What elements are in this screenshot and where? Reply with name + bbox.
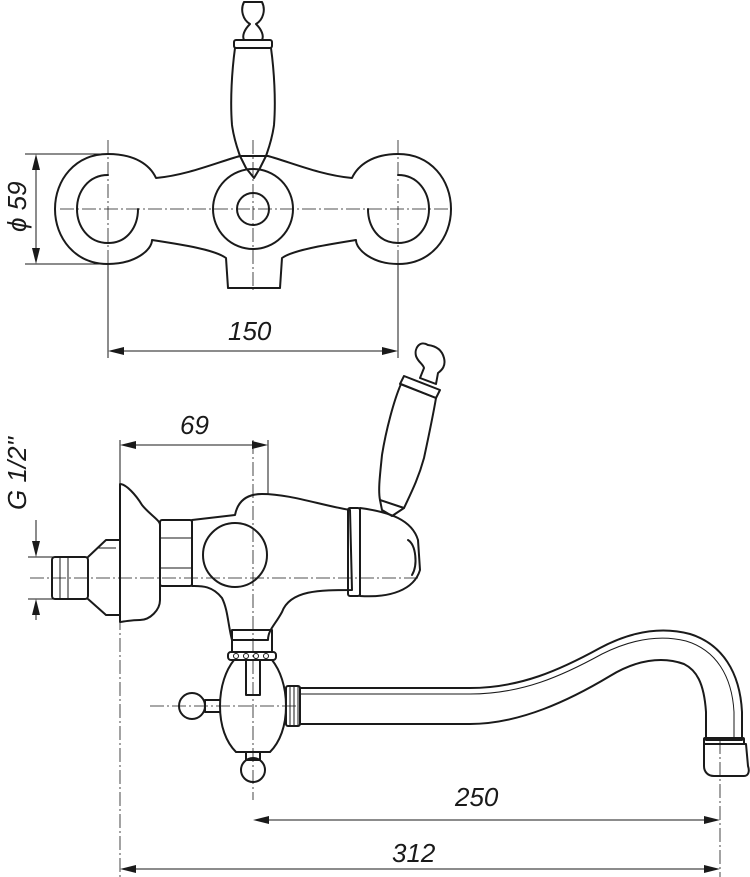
dim-thread: G 1/2" [2, 435, 32, 510]
lever-housing [347, 507, 421, 598]
wall-flange [119, 483, 161, 623]
cross-handle [178, 659, 266, 783]
side-view: G 1/2" 69 250 312 [2, 342, 750, 877]
dim-diameter: ϕ 59 [2, 181, 32, 232]
dim-overall-length: 312 [392, 838, 436, 868]
lever-handle-top [230, 1, 276, 179]
spout [299, 629, 743, 741]
dim-width-top: 150 [228, 316, 272, 346]
hex-nut [159, 519, 193, 587]
valve-body [191, 493, 353, 641]
dim-offset: 69 [180, 410, 209, 440]
center-hole [236, 192, 270, 226]
top-view: ϕ 59 150 [2, 1, 452, 358]
dim-spout-reach: 250 [454, 782, 499, 812]
center-hub [212, 168, 294, 250]
aerator [703, 737, 750, 777]
diverter-ball [219, 659, 287, 753]
threaded-inlet [51, 539, 121, 616]
lever-handle-side [378, 342, 446, 517]
